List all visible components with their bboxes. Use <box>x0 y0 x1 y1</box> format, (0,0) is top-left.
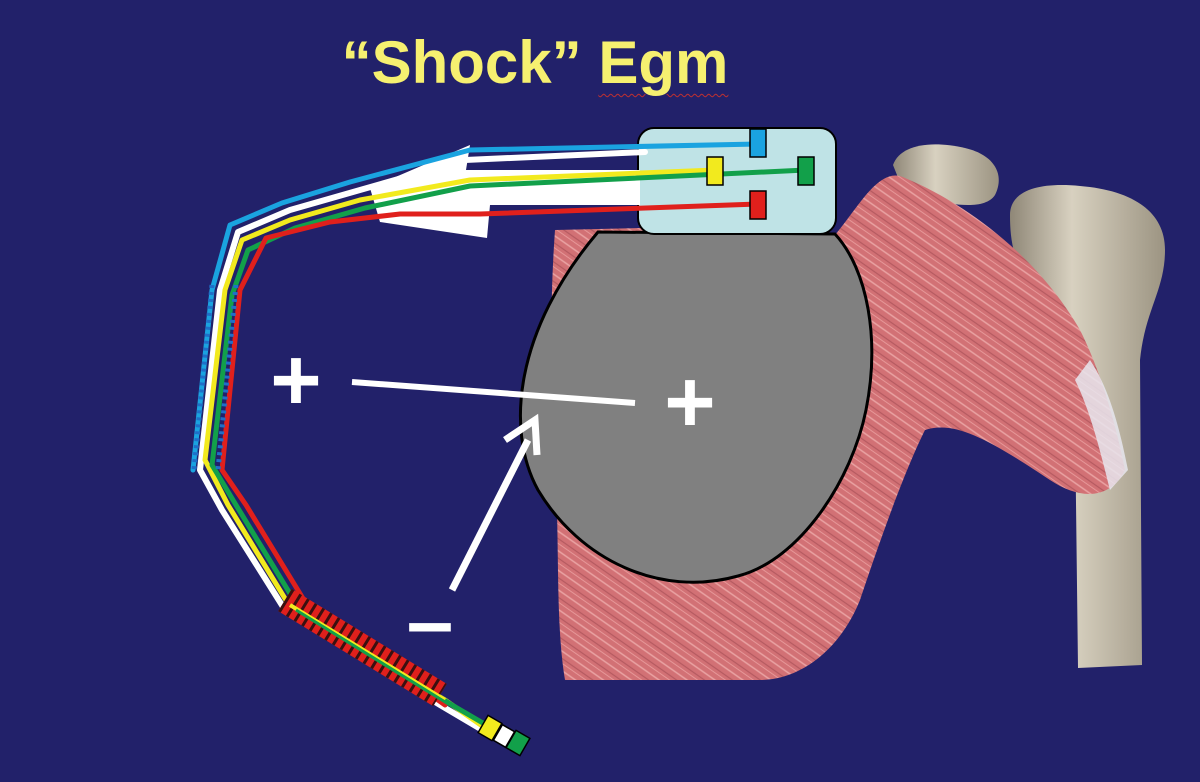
port-blue <box>749 128 767 158</box>
label-minus: – <box>407 574 454 668</box>
slide-title: “Shock” Egm <box>0 28 1070 97</box>
vector-arrowhead <box>503 413 541 456</box>
vector-line-horizontal <box>351 379 636 406</box>
title-open-quote: “ <box>341 29 372 96</box>
wire-blue <box>190 141 761 473</box>
wire-red <box>219 201 761 708</box>
port-red <box>749 190 767 220</box>
label-plus-can: + <box>664 352 715 451</box>
title-word: Shock <box>371 29 552 96</box>
muscle-tendon <box>1075 360 1128 490</box>
vector-line-diagonal <box>448 438 532 592</box>
title-close-quote: ” <box>551 29 582 96</box>
shock-coil-icon <box>191 284 239 471</box>
label-plus-left: + <box>270 330 321 429</box>
title-egm: Egm <box>598 29 729 96</box>
port-yellow <box>706 156 724 186</box>
rv-coil <box>278 588 451 707</box>
port-green <box>797 156 815 186</box>
icd-can <box>518 230 874 584</box>
electrode-tip-icon <box>477 714 531 757</box>
